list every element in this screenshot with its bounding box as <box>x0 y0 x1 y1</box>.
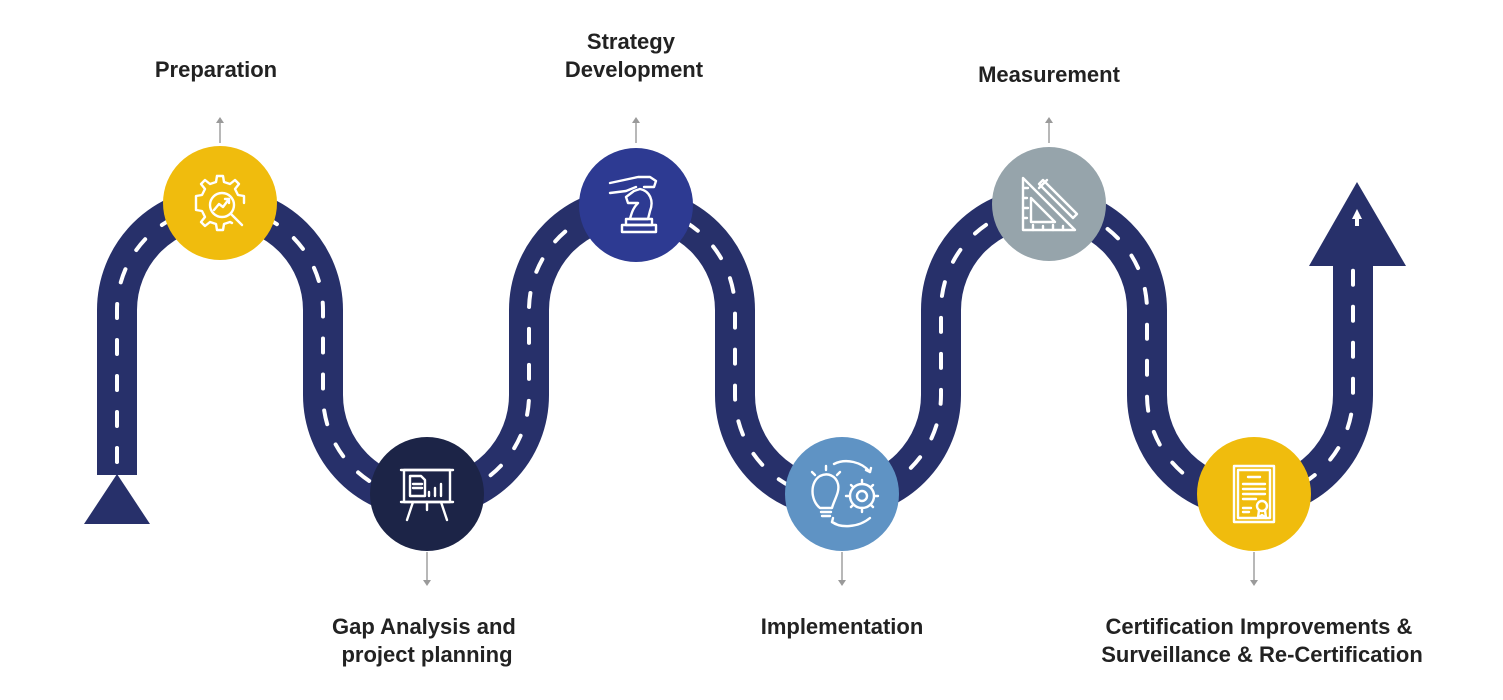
connector-certification <box>1250 552 1258 586</box>
lightbulb-gear-cycle-icon <box>810 460 880 528</box>
step-strategy-development: Strategy Development <box>565 29 704 262</box>
step-preparation: Preparation <box>155 57 277 260</box>
step-label: Implementation <box>761 614 924 639</box>
presentation-board-chart-icon <box>399 468 455 522</box>
connector-implementation <box>838 552 846 586</box>
road-start-triangle <box>84 474 150 524</box>
step-label: Gap Analysis and project planning <box>332 614 522 667</box>
step-label: Measurement <box>978 62 1121 87</box>
road-end-arrow-stem-mark <box>1355 218 1359 226</box>
connectors <box>216 117 1258 586</box>
ruler-triangle-pencil-icon <box>1021 176 1079 232</box>
road-lane-markings <box>115 205 1355 500</box>
step-label: Strategy Development <box>565 29 704 82</box>
gear-magnifier-trend-icon <box>194 174 246 232</box>
road-start-tick <box>115 447 119 463</box>
step-circle <box>163 146 277 260</box>
connector-preparation <box>216 117 224 143</box>
step-gap-analysis: Gap Analysis and project planning <box>332 437 522 667</box>
road <box>84 182 1406 524</box>
certificate-document-icon <box>1232 464 1276 524</box>
step-circle <box>785 437 899 551</box>
step-certification: Certification Improvements & Surveillanc… <box>1101 437 1423 667</box>
step-circle <box>370 437 484 551</box>
connector-gap-analysis <box>423 552 431 586</box>
road-end-arrow-tip-mark <box>1352 209 1362 219</box>
step-measurement: Measurement <box>978 62 1121 261</box>
connector-measurement <box>1045 117 1053 143</box>
connector-strategy-development <box>632 117 640 143</box>
step-implementation: Implementation <box>761 437 924 639</box>
step-label: Certification Improvements & Surveillanc… <box>1101 614 1423 667</box>
step-label: Preparation <box>155 57 277 82</box>
hand-chess-knight-icon <box>608 175 658 234</box>
